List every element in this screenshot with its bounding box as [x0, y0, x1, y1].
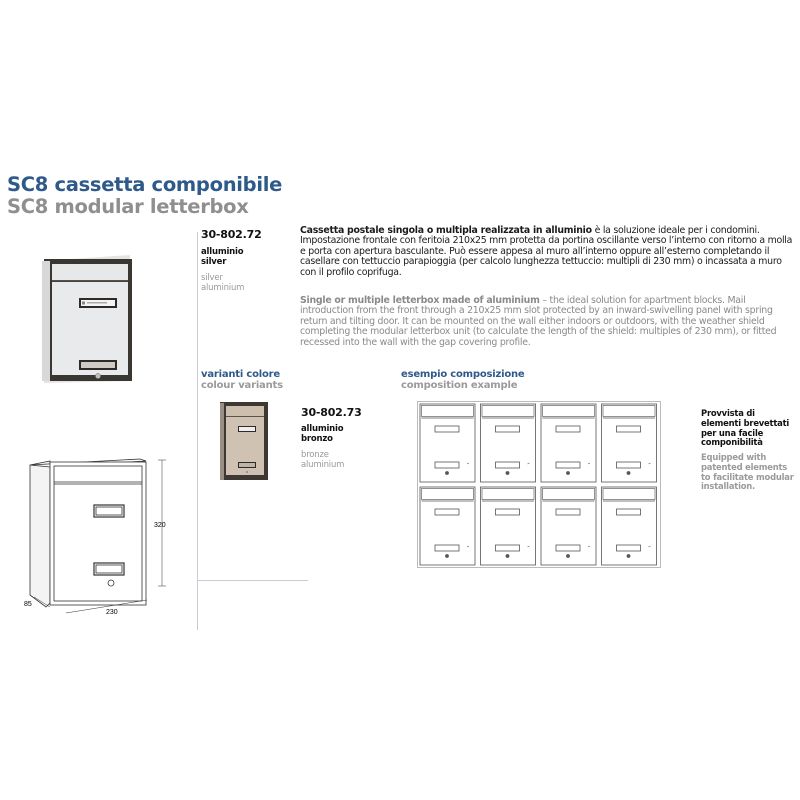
product-photo-silver [42, 255, 132, 383]
material-en-line1: silver [201, 273, 223, 283]
composition-diagram [417, 401, 661, 568]
feature-note-english: Equipped with patented elements to facil… [701, 452, 794, 492]
dim-width: 230 [106, 609, 118, 616]
description-english-text: – the ideal solution for apartment block… [300, 295, 777, 348]
description-italian-text: è la soluzione ideale per i condomini. I… [300, 225, 793, 278]
composition-heading-en: composition example [401, 380, 518, 391]
variants-heading: varianti colore colour variants [201, 369, 283, 391]
material-it-line2: silver [201, 257, 227, 267]
product-photo-bronze [220, 402, 268, 480]
variant-material-it-line2: bronzo [301, 434, 333, 444]
composition-heading: esempio composizione composition example [401, 369, 525, 391]
dim-height: 320 [154, 522, 166, 529]
material-it-line1: alluminio [201, 247, 244, 257]
title-italian: SC8 cassetta componibile [7, 173, 283, 196]
main-product-info: 30-802.72 alluminio silver silver alumin… [201, 228, 262, 293]
description-italian: Cassetta postale singola o multipla real… [300, 225, 800, 278]
variant-material-en-line1: bronze [301, 450, 329, 460]
technical-drawing: 320 230 85 [24, 458, 166, 616]
description-italian-bold: Cassetta postale singola o multipla real… [300, 225, 592, 236]
dim-depth: 85 [24, 601, 32, 608]
horizontal-divider [198, 580, 308, 581]
variants-heading-it: varianti colore [201, 369, 280, 380]
product-code: 30-802.72 [201, 228, 262, 241]
variant-material-en-line2: aluminium [301, 460, 345, 470]
feature-note-italian: Provvista di elementi brevettati per una… [701, 408, 790, 448]
material-en-line2: aluminium [201, 283, 245, 293]
description-english: Single or multiple letterbox made of alu… [300, 295, 800, 348]
variant-code: 30-802.73 [301, 406, 362, 419]
title-english: SC8 modular letterbox [7, 195, 249, 218]
variant-material-it-line1: alluminio [301, 424, 344, 434]
vertical-divider [197, 232, 198, 630]
composition-heading-it: esempio composizione [401, 369, 525, 380]
variant-product-info: 30-802.73 alluminio bronzo bronze alumin… [301, 406, 362, 470]
description-english-bold: Single or multiple letterbox made of alu… [300, 295, 540, 306]
variants-heading-en: colour variants [201, 380, 283, 391]
